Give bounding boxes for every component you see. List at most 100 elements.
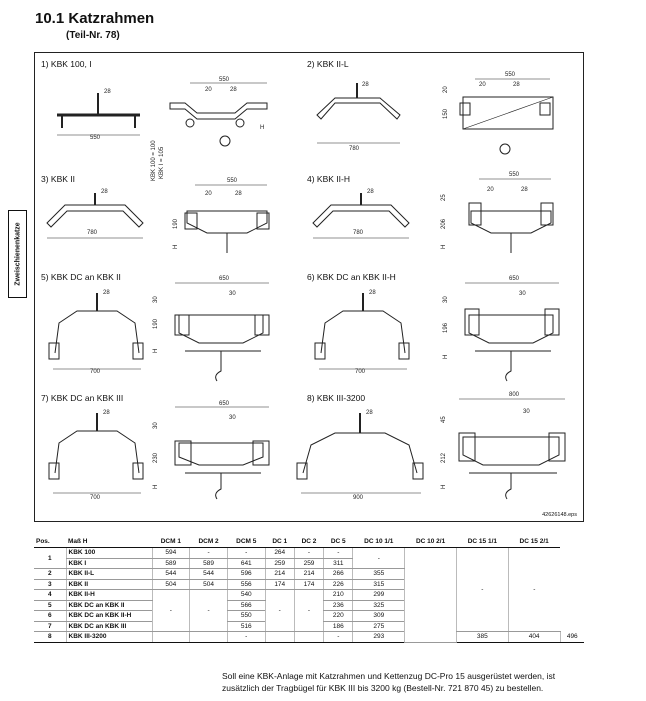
dim-190-b: 190 (153, 318, 159, 329)
value-cell: 641 (226, 558, 266, 569)
dim-30-a: 30 (229, 291, 236, 297)
dim-20-a: 20 (205, 87, 212, 93)
dim-45: 45 (441, 416, 447, 423)
dim-230: 230 (153, 452, 159, 463)
dim-30-b: 30 (153, 296, 159, 303)
dim-25: 25 (441, 194, 447, 201)
value-cell: 596 (226, 568, 266, 580)
table-row: 8 KBK III-3200 - - 293 385 404 496 (34, 631, 584, 643)
pos-cell: 6 (34, 610, 66, 622)
frame-2-front: 780 28 (316, 82, 401, 152)
dim-196: 196 (443, 322, 449, 333)
value-cell: 325 (352, 600, 405, 611)
dim-H-5: H (153, 349, 159, 353)
dim-30-g: 30 (523, 409, 530, 415)
dim-28-k: 28 (103, 410, 110, 416)
frame-6-front: 700 28 (314, 290, 410, 375)
mass-cell: KBK I (65, 558, 152, 569)
value-cell: - (323, 631, 353, 643)
mass-cell: KBK DC an KBK III (65, 621, 152, 632)
value-cell: 504 (151, 579, 190, 590)
mass-cell: KBK II (65, 579, 152, 590)
value-cell: 566 (226, 600, 266, 611)
part-number: (Teil-Nr. 78) (66, 30, 120, 41)
value-cell: 214 (264, 568, 295, 580)
frame-4-side: 550 20 28 25 206 H (441, 172, 554, 253)
table-row: 7 KBK DC an KBK III 516 186 275 (34, 621, 584, 632)
dim-kbkI: KBK I = 105 (159, 146, 165, 179)
dim-28-f: 28 (235, 191, 242, 197)
dim-550-c: 550 (505, 72, 516, 78)
value-cell: - (352, 547, 405, 569)
dim-780-a: 780 (349, 146, 360, 152)
table-row: 5 KBK DC an KBK II 566 236 325 (34, 600, 584, 611)
value-cell: 594 (151, 547, 190, 559)
dimension-table: Pos. Maß H DCM 1 DCM 2 DCM 5 DC 1 DC 2 D… (34, 536, 584, 643)
value-cell: - (455, 547, 509, 632)
frame-8-front: 900 28 (296, 410, 424, 501)
value-cell: 174 (264, 579, 295, 590)
dim-28-b: 28 (230, 87, 237, 93)
value-cell: - (323, 547, 353, 559)
figure-file-id: 42626148.eps (542, 512, 577, 518)
value-cell (293, 631, 324, 643)
dim-28-c: 28 (362, 82, 369, 88)
value-cell: 236 (323, 600, 353, 611)
value-cell: 550 (226, 610, 266, 622)
value-cell: - (189, 589, 228, 632)
pos-cell: 2 (34, 568, 66, 580)
value-cell: 299 (352, 589, 405, 601)
dim-550-d: 550 (227, 178, 238, 184)
col-header: DC 10 2/1 (404, 536, 457, 548)
dim-212: 212 (441, 452, 447, 463)
dim-650-c: 650 (219, 401, 230, 407)
dim-190: 190 (173, 218, 179, 229)
dim-28-j: 28 (369, 290, 376, 296)
frame-4-front: 780 28 (312, 189, 410, 239)
pos-cell: 4 (34, 589, 66, 601)
frame-7-front: 700 28 (48, 410, 144, 501)
value-cell: 589 (189, 558, 228, 569)
figure-label-3: 3) KBK II (41, 174, 76, 184)
frame-7-side: 650 30 30 230 H (153, 401, 270, 500)
drawing-canvas: 550 28 550 20 28 H KBK 100 = 100 KBK I =… (46, 72, 566, 501)
dim-550-a: 550 (90, 135, 101, 141)
col-header: Maß H (66, 536, 152, 548)
dim-700-c: 700 (90, 495, 101, 501)
dim-700-a: 700 (90, 369, 101, 375)
value-cell: 186 (323, 621, 353, 632)
col-header: DC 15 2/1 (508, 536, 561, 548)
dim-28-e: 28 (101, 189, 108, 195)
note-paragraph: Soll eine KBK-Anlage mit Katzrahmen und … (222, 671, 556, 693)
dim-650-b: 650 (509, 276, 520, 282)
figure-label-7: 7) KBK DC an KBK III (41, 393, 124, 403)
value-cell: 315 (352, 579, 405, 590)
dim-30-f: 30 (153, 422, 159, 429)
dim-H-6: H (443, 355, 449, 359)
dim-20-c: 20 (443, 86, 449, 93)
value-cell: 264 (264, 547, 295, 559)
mass-cell: KBK II-L (65, 568, 152, 580)
pos-cell: 7 (34, 621, 66, 632)
dim-20-e: 20 (487, 187, 494, 193)
value-cell: 385 (455, 631, 509, 643)
side-tab: Zweischienenkatze (8, 210, 27, 298)
dim-780-c: 780 (353, 230, 364, 236)
value-cell: 210 (323, 589, 353, 601)
figure-label-5: 5) KBK DC an KBK II (41, 272, 121, 282)
figure-label-6: 6) KBK DC an KBK II-H (307, 272, 396, 282)
table-row: 1 KBK 100 594 - - 264 - - - - - (34, 547, 584, 643)
dim-20-d: 20 (205, 191, 212, 197)
col-header: DC 10 1/1 (352, 536, 405, 548)
table-row: KBK I 589 589 641 259 259 311 (34, 558, 584, 569)
dim-30-c: 30 (519, 291, 526, 297)
value-cell (264, 631, 295, 643)
technical-drawing: 1) KBK 100, I 2) KBK II-L 3) KBK II 4) K… (34, 52, 584, 522)
section-title: 10.1 Katzrahmen (35, 10, 155, 27)
value-cell: - (189, 547, 228, 559)
value-cell: 259 (293, 558, 324, 569)
frame-3-front: 780 28 (46, 189, 144, 239)
value-cell: 544 (189, 568, 228, 580)
dim-700-b: 700 (355, 369, 366, 375)
figure-label-4: 4) KBK II-H (307, 174, 350, 184)
